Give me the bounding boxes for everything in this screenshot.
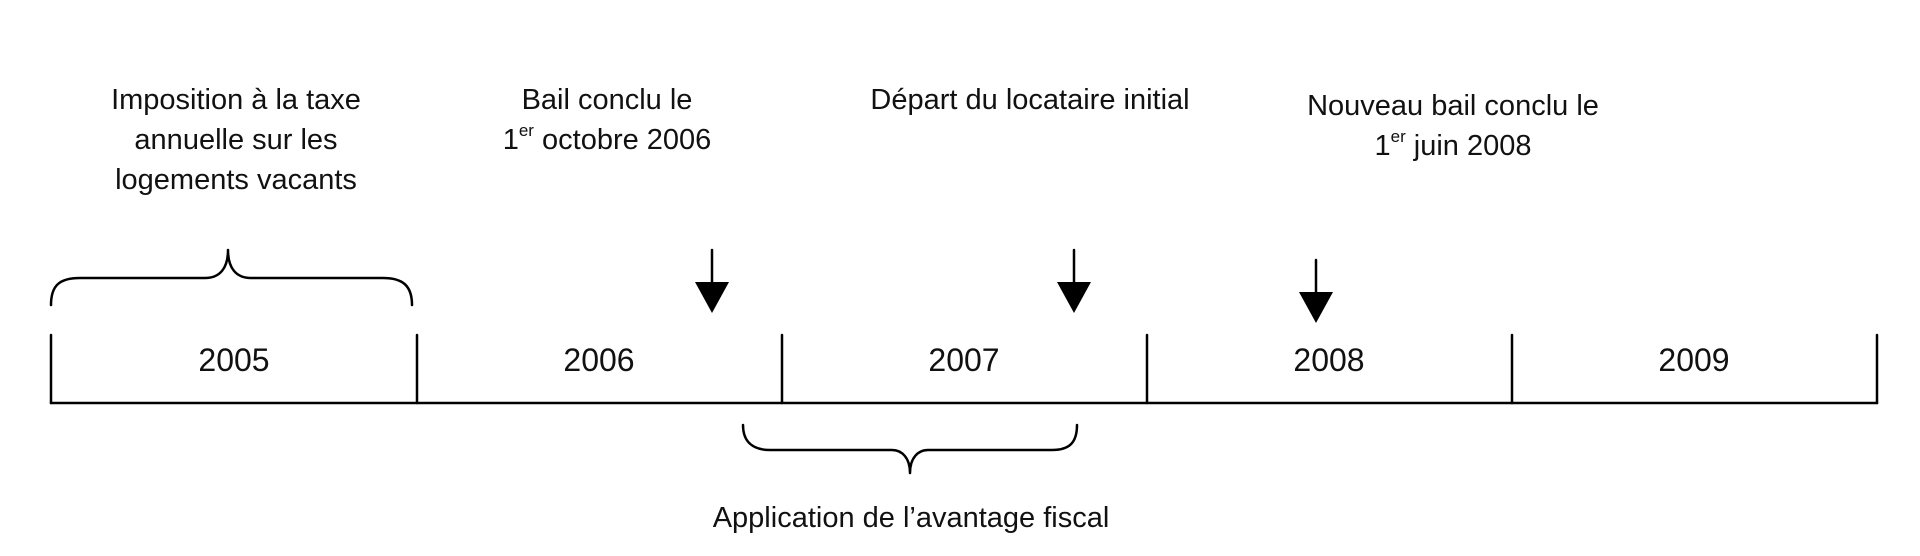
lease-2008-annotation: Nouveau bail conclu le 1er juin 2008: [1307, 86, 1599, 166]
lease-2006-line1: Bail conclu le: [521, 84, 693, 116]
arrow-lease-2006-icon: [695, 282, 729, 313]
lease-2008-line2: 1er juin 2008: [1307, 126, 1599, 166]
year-label-2009: 2009: [1658, 342, 1730, 378]
year-label-2005: 2005: [198, 342, 270, 378]
tax-annotation: Imposition à la taxe annuelle sur les lo…: [111, 80, 361, 200]
lease-2006-day: 1: [502, 124, 519, 156]
lease-2008-date: juin 2008: [1405, 130, 1532, 162]
lease-2008-day: 1: [1374, 130, 1391, 162]
benefit-annotation: Application de l’avantage fiscal: [712, 502, 1110, 534]
tax-period-brace: [49, 248, 414, 307]
year-label-2007: 2007: [928, 342, 1000, 378]
departure-annotation: Départ du locataire initial: [870, 84, 1190, 116]
year-label-2008: 2008: [1293, 342, 1365, 378]
lease-2006-line2: 1er octobre 2006: [503, 120, 712, 160]
lease-2008-ordinal: er: [1390, 127, 1406, 147]
lease-2006-date: octobre 2006: [533, 124, 712, 156]
arrow-departure-icon: [1057, 282, 1091, 313]
tax-annotation-line3: logements vacants: [115, 164, 357, 196]
lease-2006-annotation: Bail conclu le 1er octobre 2006: [503, 80, 712, 160]
lease-2008-line1: Nouveau bail conclu le: [1307, 90, 1599, 122]
lease-2006-ordinal: er: [518, 121, 534, 141]
benefit-period-brace: [741, 423, 1079, 475]
arrow-lease-2008-icon: [1299, 292, 1333, 323]
year-label-2006: 2006: [563, 342, 635, 378]
tax-annotation-line2: annuelle sur les: [134, 124, 338, 156]
tax-annotation-line1: Imposition à la taxe: [111, 84, 361, 116]
